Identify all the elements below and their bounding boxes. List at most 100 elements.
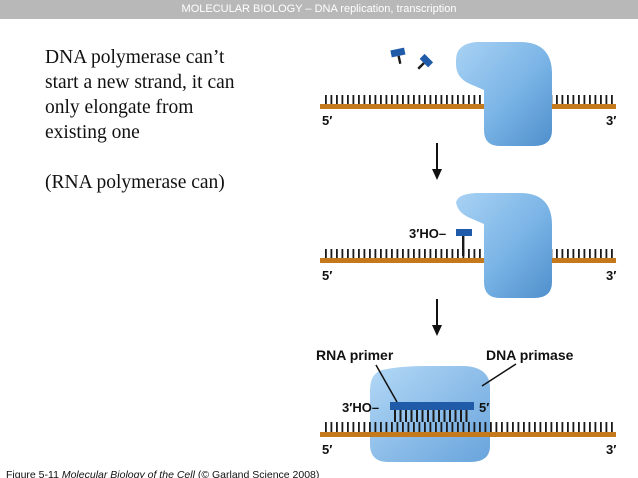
- base-tick: [561, 249, 564, 258]
- base-tick: [330, 95, 333, 104]
- paragraph-1-line-3: only elongate from: [45, 97, 194, 118]
- panel-2: 3′HO– 5′ 3′: [320, 193, 616, 298]
- base-tick: [416, 410, 418, 422]
- base-tick: [325, 95, 327, 104]
- base-tick: [556, 249, 558, 258]
- base-tick: [396, 422, 399, 432]
- base-tick: [358, 422, 360, 432]
- paragraph-1: DNA polymerase can’t start a new strand,…: [45, 45, 285, 145]
- label-5-prime: 5′: [322, 442, 332, 457]
- base-tick: [545, 422, 547, 432]
- base-tick: [578, 95, 580, 104]
- base-tick: [427, 410, 429, 422]
- base-tick: [435, 95, 437, 104]
- base-tick: [572, 249, 575, 258]
- base-tick: [429, 95, 432, 104]
- template-ticks: [325, 249, 613, 258]
- base-tick: [454, 410, 457, 422]
- base-tick: [352, 95, 355, 104]
- base-tick: [443, 410, 446, 422]
- base-tick: [424, 422, 426, 432]
- base-tick: [600, 95, 602, 104]
- base-tick: [440, 249, 443, 258]
- base-tick: [440, 95, 443, 104]
- base-tick: [374, 422, 377, 432]
- template-ticks: [325, 95, 613, 104]
- body-text: DNA polymerase can’t start a new strand,…: [45, 45, 285, 195]
- base-tick: [468, 422, 470, 432]
- base-tick: [611, 249, 613, 258]
- down-arrow-1: [432, 143, 442, 180]
- base-tick: [429, 249, 432, 258]
- base-tick: [446, 249, 448, 258]
- caption-suffix: (© Garland Science 2008): [194, 469, 320, 478]
- paragraph-2: (RNA polymerase can): [45, 172, 225, 193]
- base-tick: [594, 249, 597, 258]
- base-tick: [490, 422, 492, 432]
- base-tick: [396, 95, 399, 104]
- base-tick: [583, 249, 586, 258]
- base-tick: [352, 422, 355, 432]
- base-tick: [363, 249, 366, 258]
- base-tick: [402, 249, 404, 258]
- base-tick: [358, 95, 360, 104]
- base-tick: [325, 422, 327, 432]
- base-tick: [424, 95, 426, 104]
- label-primer-5-prime: 5′: [479, 400, 489, 415]
- base-tick: [336, 95, 338, 104]
- base-tick: [539, 422, 542, 432]
- base-tick: [605, 249, 608, 258]
- base-tick: [325, 249, 327, 258]
- base-tick: [449, 410, 451, 422]
- base-tick: [421, 410, 424, 422]
- base-tick: [407, 422, 410, 432]
- base-tick: [473, 249, 476, 258]
- base-tick: [330, 422, 333, 432]
- base-tick: [468, 249, 470, 258]
- base-tick: [523, 422, 525, 432]
- base-tick: [605, 95, 608, 104]
- base-tick: [391, 249, 393, 258]
- base-tick: [363, 95, 366, 104]
- label-3-ho: 3′HO–: [409, 226, 446, 241]
- header-title: MOLECULAR BIOLOGY: [181, 3, 303, 15]
- base-tick: [506, 422, 509, 432]
- base-tick: [380, 95, 382, 104]
- base-tick: [572, 422, 575, 432]
- figure-caption: Figure 5-11 Molecular Biology of the Cel…: [6, 466, 326, 478]
- base-tick: [534, 422, 536, 432]
- template-strand: [320, 258, 616, 263]
- label-rna-primer: RNA primer: [316, 347, 394, 363]
- base-tick: [424, 249, 426, 258]
- pointer-rna-primer: [375, 364, 398, 403]
- base-tick: [451, 249, 454, 258]
- base-tick: [413, 249, 415, 258]
- label-3-prime: 3′: [606, 268, 616, 283]
- base-tick: [341, 95, 344, 104]
- base-tick: [556, 422, 558, 432]
- base-tick: [479, 249, 481, 258]
- base-tick: [594, 95, 597, 104]
- base-tick: [399, 410, 402, 422]
- template-strand: [320, 432, 616, 437]
- base-tick: [457, 95, 459, 104]
- base-tick: [589, 95, 591, 104]
- base-tick: [589, 249, 591, 258]
- caption-book-title: Molecular Biology of the Cell: [61, 469, 195, 478]
- base-tick: [484, 422, 487, 432]
- base-tick: [479, 422, 481, 432]
- primer-ticks: [394, 410, 468, 422]
- base-tick: [446, 422, 448, 432]
- base-tick: [391, 422, 393, 432]
- base-tick: [446, 95, 448, 104]
- polymerase-enzyme: [456, 42, 552, 146]
- polymerase-enzyme: [456, 193, 552, 298]
- base-tick: [578, 422, 580, 432]
- base-tick: [341, 422, 344, 432]
- label-5-prime: 5′: [322, 268, 332, 283]
- base-tick: [438, 410, 440, 422]
- base-tick: [341, 249, 344, 258]
- base-tick: [578, 249, 580, 258]
- base-tick: [385, 422, 388, 432]
